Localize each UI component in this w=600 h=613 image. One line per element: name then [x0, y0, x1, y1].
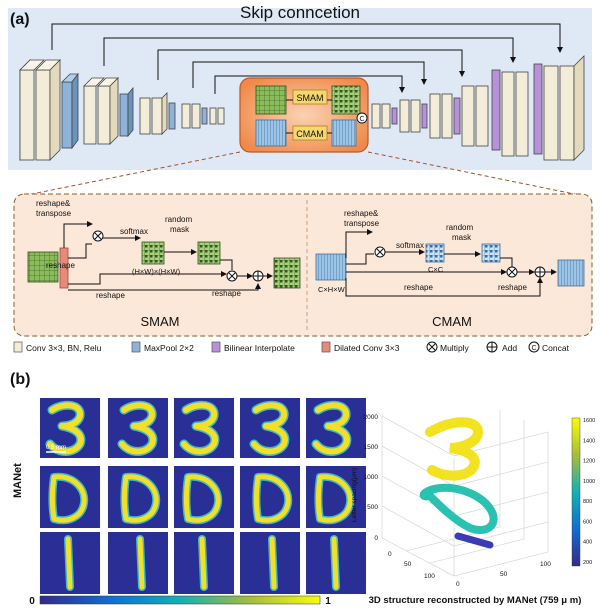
y-tick-100: 100 — [540, 561, 551, 568]
plot-3d: 2000 1500 1000 500 0 Letter spacing(μm) … — [351, 410, 595, 606]
tile-1-1 — [40, 532, 100, 594]
tile-1-2 — [108, 532, 168, 594]
x-tick-100: 100 — [424, 573, 435, 580]
tile-D-3 — [174, 466, 234, 528]
z-tick-500: 500 — [367, 504, 378, 511]
cmam-rt-1: reshape& — [344, 209, 379, 218]
tile-D-1 — [40, 466, 100, 528]
smam-reshape-left: reshape — [46, 261, 75, 270]
plot-colorbar — [571, 417, 581, 567]
y-tick-50: 50 — [500, 571, 508, 578]
smam-title: SMAM — [141, 314, 180, 329]
z-tick-1500: 1500 — [364, 444, 379, 451]
decoder-blocks — [371, 55, 585, 161]
tile-3-1 — [40, 398, 100, 458]
cmam-detail: C×H×W reshape& transpose softmax random … — [315, 209, 585, 329]
legend-bilinear: Bilinear Interpolate — [224, 343, 295, 353]
shape-1 — [454, 532, 494, 549]
plot-colorbar-tick-600: 600 — [583, 519, 592, 525]
plot-colorbar-tick-200: 200 — [583, 560, 592, 566]
cmam-mask: mask — [452, 233, 472, 242]
y-tick-0: 0 — [456, 581, 460, 588]
plot-colorbar-tick-1400: 1400 — [583, 438, 595, 444]
encoder-blocks — [19, 59, 225, 161]
legend-conv: Conv 3×3, BN, Relu — [26, 343, 102, 353]
reconstruction-grid: 0.5 mm — [40, 398, 366, 594]
legend-concat-icon — [528, 341, 540, 353]
concat-icon — [356, 112, 368, 124]
plot-colorbar-tick-1000: 1000 — [583, 479, 595, 485]
smam-dims: (H×W)×(H×W) — [132, 267, 181, 276]
cmam-label: CMAM — [296, 129, 324, 139]
row-label-manet: MANet — [12, 463, 24, 498]
plot-colorbar-ticks: 1600 1400 1200 1000 800 600 400 200 — [583, 418, 595, 566]
plot-colorbar-tick-400: 400 — [583, 540, 592, 546]
concat-symbol: C — [359, 116, 364, 123]
scale-bar: 0.5 mm — [46, 445, 66, 453]
legend-concat: Concat — [542, 343, 570, 353]
tile-3-4 — [240, 398, 300, 458]
cmam-softmax: softmax — [396, 241, 424, 250]
cmam-title: CMAM — [432, 314, 472, 329]
panel-b-label: (b) — [10, 371, 30, 388]
x-tick-0: 0 — [388, 551, 392, 558]
smam-mask: mask — [170, 225, 190, 234]
cmam-rt-2: transpose — [344, 219, 380, 228]
legend: Conv 3×3, BN, Relu MaxPool 2×2 Bilinear … — [13, 341, 570, 353]
plot-colorbar-tick-800: 800 — [583, 499, 592, 505]
detail-box — [13, 193, 593, 337]
tile-3-2 — [108, 398, 168, 458]
cmam-random: random — [446, 223, 473, 232]
scale-bar-label: 0.5 mm — [46, 445, 66, 451]
smam-rt-2: transpose — [36, 209, 72, 218]
z-axis-label: Letter spacing(μm) — [351, 468, 358, 522]
tile-1-4 — [240, 532, 300, 594]
legend-maxpool: MaxPool 2×2 — [144, 343, 194, 353]
shape-3 — [425, 417, 484, 481]
smam-reshape-bottom: reshape — [96, 291, 125, 300]
cmam-dims-mid: C×C — [428, 265, 444, 274]
attention-module: SMAM CMAM C — [239, 77, 369, 153]
tile-D-5 — [306, 466, 366, 528]
colorbar-max: 1 — [325, 596, 331, 607]
skip-connection-title: Skip conncetion — [240, 3, 360, 22]
panel-a-label: (a) — [10, 11, 30, 28]
legend-dilated: Dilated Conv 3×3 — [334, 343, 400, 353]
smam-label: SMAM — [297, 93, 324, 103]
legend-multiply: Multiply — [440, 343, 470, 353]
tile-1-3 — [174, 532, 234, 594]
z-tick-2000: 2000 — [364, 414, 379, 421]
z-tick-0: 0 — [374, 535, 378, 542]
cmam-dims-in: C×H×W — [318, 285, 346, 294]
legend-concat-symbol: C — [531, 345, 536, 352]
plot-caption: 3D structure reconstructed by MANet (759… — [369, 595, 582, 606]
colorbar — [39, 595, 321, 605]
cmam-reshape-bottom: reshape — [404, 283, 433, 292]
plot-colorbar-tick-1600: 1600 — [583, 418, 595, 424]
legend-add: Add — [502, 343, 517, 353]
tile-3-5 — [306, 398, 366, 458]
x-tick-50: 50 — [404, 561, 412, 568]
smam-detail: reshape& transpose reshape softmax rando… — [27, 199, 301, 329]
shape-D — [419, 483, 498, 534]
smam-random: random — [165, 215, 192, 224]
smam-softmax: softmax — [120, 227, 148, 236]
smam-reshape-right: reshape — [212, 289, 241, 298]
cmam-reshape-right: reshape — [498, 283, 527, 292]
skip-connections — [51, 23, 563, 94]
plot-colorbar-tick-1200: 1200 — [583, 459, 595, 465]
tile-1-5 — [306, 532, 366, 594]
smam-rt-1: reshape& — [36, 199, 71, 208]
tile-D-4 — [240, 466, 300, 528]
tile-3-3 — [174, 398, 234, 458]
colorbar-min: 0 — [29, 596, 35, 607]
z-tick-1000: 1000 — [364, 474, 379, 481]
tile-D-2 — [108, 466, 168, 528]
